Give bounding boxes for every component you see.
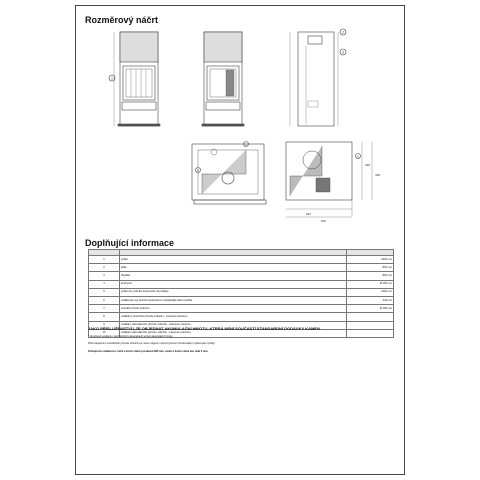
spec-cell-label: vzdálenost osy horního kouřovodu k nejza… [119, 295, 347, 306]
callout-6 [355, 153, 361, 159]
weight-note: * Hmotnost uvedená v technických paramet… [88, 335, 174, 338]
spec-cell-num: 1 [88, 254, 120, 265]
spec-cell-label: kouřovod [119, 279, 347, 289]
top-view-drawing [191, 143, 267, 205]
spec-cell-label: výška [119, 254, 347, 265]
spec-cell-label: hloubka [119, 271, 347, 281]
callout-2 [339, 28, 347, 36]
spec-cell-label: ovládání primárního přívodu vzduchu - za… [119, 312, 347, 322]
dimension-width-a: 834 [306, 212, 311, 216]
callout-2-label: 2 [342, 31, 344, 35]
spec-cell-num: 3 [88, 271, 120, 281]
spec-cell-value: 1630 mm [346, 254, 394, 265]
callout-3 [339, 48, 347, 56]
sketch-heading: Rozměrový náčrt [85, 15, 159, 25]
spec-cell-value [346, 328, 394, 338]
spec-cell-num: 2 [88, 263, 120, 273]
spec-cell-num: 5 [88, 287, 120, 297]
info-heading: Doplňující informace [85, 238, 175, 248]
spec-cell-value: 1262 mm [346, 287, 394, 297]
callout-3-label: 3 [342, 51, 344, 55]
spec-cell-value: Ø 150 mm [346, 279, 394, 289]
callout-5 [243, 141, 249, 147]
spec-cell-label: šířka [119, 263, 347, 273]
dimension-side-a: 428 [365, 163, 370, 167]
side-view-drawing [289, 31, 339, 127]
dimension-drawings: 1 2 3 [108, 28, 380, 223]
front-view-drawing [113, 31, 161, 127]
callout-1-label: 1 [111, 77, 113, 81]
spec-cell-num: 4 [88, 279, 120, 289]
document-page: Rozměrový náčrt 1 [75, 5, 405, 475]
callout-6-label: 6 [357, 154, 359, 158]
callout-4-label: 4 [197, 168, 199, 172]
notes-block: JAKO PŘÍSLUŠENSTVÍ LZE OBJEDNAT AKUMULAČ… [88, 326, 394, 357]
callout-1 [108, 74, 116, 82]
spec-cell-value [346, 312, 394, 322]
spec-cell-label: centrální přívod vzduchu [119, 304, 347, 314]
dimension-side-b: 428 [375, 173, 380, 177]
spec-cell-value: 444 mm [346, 295, 394, 306]
top-view-dimensioned-drawing [285, 141, 373, 218]
spec-cell-value: 854 mm [346, 271, 394, 281]
air-inlet-note: Před napojením centrálního přívodu vzduc… [88, 342, 216, 346]
spec-cell-num: 8 [88, 312, 120, 322]
callout-4 [195, 167, 201, 173]
accessory-notice: JAKO PŘÍSLUŠENSTVÍ LZE OBJEDNAT AKUMULAČ… [88, 326, 321, 331]
clearance-note: Odstupová vzdálenost: čelní a boční stěn… [88, 349, 209, 353]
spec-cell-value: Ø 100 mm [346, 304, 394, 314]
spec-cell-num: 7 [88, 304, 120, 314]
dimension-width-b: 600 [321, 219, 326, 223]
front-view-drawing-2 [201, 31, 245, 127]
spec-cell-label: výška osy zadního kouřovodu od podlahy [119, 287, 347, 297]
callout-5-label: 5 [245, 142, 247, 146]
spec-cell-value: 854 mm [346, 263, 394, 273]
spec-cell-num: 6 [88, 295, 120, 306]
